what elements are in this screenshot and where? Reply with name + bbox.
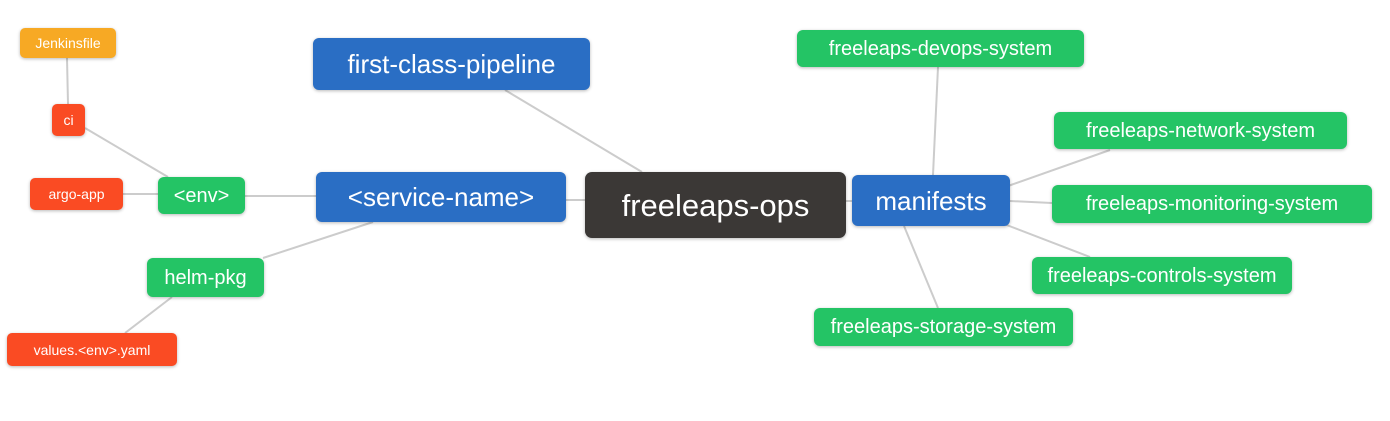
node-jenkinsfile[interactable]: Jenkinsfile [20,28,116,58]
edge-values-helmpkg [124,296,173,334]
node-freeleaps-monitoring-system[interactable]: freeleaps-monitoring-system [1052,185,1372,223]
node-freeleaps-ops[interactable]: freeleaps-ops [585,172,846,238]
node-manifests[interactable]: manifests [852,175,1010,226]
edge-helmpkg-servicename [262,221,374,259]
node-service-name[interactable]: <service-name> [316,172,566,222]
edge-pipeline-root [504,89,643,173]
edge-manifests-storage [903,225,939,309]
edge-manifests-devops [932,66,939,176]
edge-manifests-controls [1003,223,1091,258]
node-helm-pkg[interactable]: helm-pkg [147,258,264,297]
node-ci[interactable]: ci [52,104,85,136]
node-values-env-yaml[interactable]: values.<env>.yaml [7,333,177,366]
node-first-class-pipeline[interactable]: first-class-pipeline [313,38,590,90]
node-freeleaps-devops-system[interactable]: freeleaps-devops-system [797,30,1084,67]
edge-ci-env [84,127,169,178]
edge-jenkinsfile-ci [66,57,69,105]
node-freeleaps-network-system[interactable]: freeleaps-network-system [1054,112,1347,149]
node-argo-app[interactable]: argo-app [30,178,123,210]
edge-manifests-network [1007,149,1111,187]
node-env[interactable]: <env> [158,177,245,214]
edge-manifests-monitoring [1009,200,1053,204]
node-freeleaps-controls-system[interactable]: freeleaps-controls-system [1032,257,1292,294]
node-freeleaps-storage-system[interactable]: freeleaps-storage-system [814,308,1073,346]
